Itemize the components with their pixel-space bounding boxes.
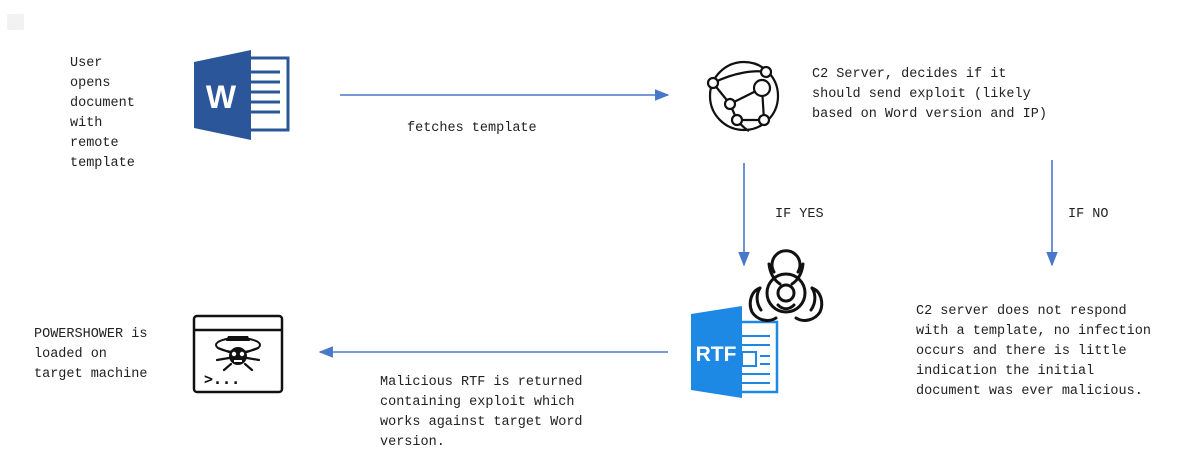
label-fetches-template: fetches template <box>407 121 537 136</box>
label-powershower: POWERSHOWER is loaded on target machine <box>34 327 148 382</box>
rtf-document-icon: RTF <box>691 306 779 398</box>
label-if-no: IF NO <box>1068 207 1109 222</box>
label-if-yes: IF YES <box>775 207 824 222</box>
terminal-malware-icon: >... <box>192 314 284 394</box>
rtf-icon-letters: RTF <box>696 343 737 366</box>
terminal-prompt: >... <box>204 370 240 388</box>
network-globe-icon <box>706 60 780 132</box>
corner-mark <box>7 14 24 30</box>
label-rtf-returned: Malicious RTF is returned containing exp… <box>380 375 583 450</box>
label-c2-server: C2 Server, decides if it should send exp… <box>812 67 1047 122</box>
word-icon-letter: W <box>206 79 237 115</box>
label-no-infection: C2 server does not respond with a templa… <box>916 304 1151 399</box>
word-document-icon: W <box>194 50 290 140</box>
biohazard-icon <box>748 249 824 322</box>
label-user-opens: User opens document with remote template <box>70 56 135 171</box>
